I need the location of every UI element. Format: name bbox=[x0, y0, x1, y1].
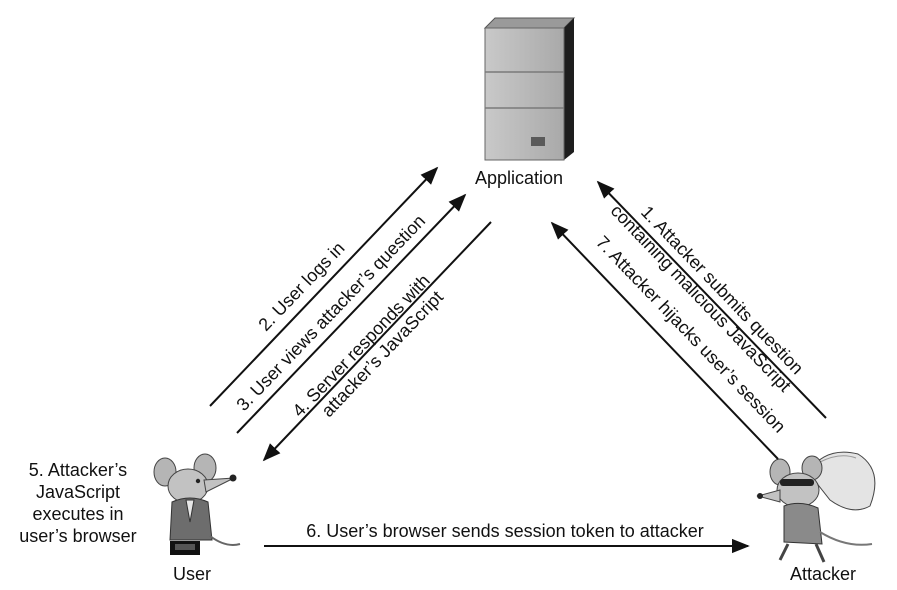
step-5-line-3: executes in bbox=[32, 504, 124, 524]
arrow-step-3 bbox=[236, 193, 467, 434]
application-label: Application bbox=[475, 168, 563, 188]
attacker-mouse-icon bbox=[756, 451, 876, 563]
step-6-label: 6. User’s browser sends session token to… bbox=[306, 521, 704, 541]
user-label: User bbox=[173, 564, 211, 584]
server-icon bbox=[483, 17, 576, 161]
arrow-step-2 bbox=[209, 166, 439, 407]
step-5-line-1: 5. Attacker’s bbox=[28, 460, 128, 480]
arrow-step-1 bbox=[596, 180, 827, 419]
step-5-line-4: user’s browser bbox=[19, 526, 137, 546]
step-1-line-2: containing malicious JavaScript bbox=[607, 201, 795, 396]
attacker-label: Attacker bbox=[790, 564, 856, 584]
step-5-line-2: JavaScript bbox=[35, 482, 121, 502]
arrow-step-7 bbox=[550, 221, 779, 460]
user-mouse-icon bbox=[153, 453, 241, 555]
step-5-note: 5. Attacker’s JavaScript executes in use… bbox=[14, 459, 142, 547]
arrow-step-4 bbox=[262, 221, 492, 462]
